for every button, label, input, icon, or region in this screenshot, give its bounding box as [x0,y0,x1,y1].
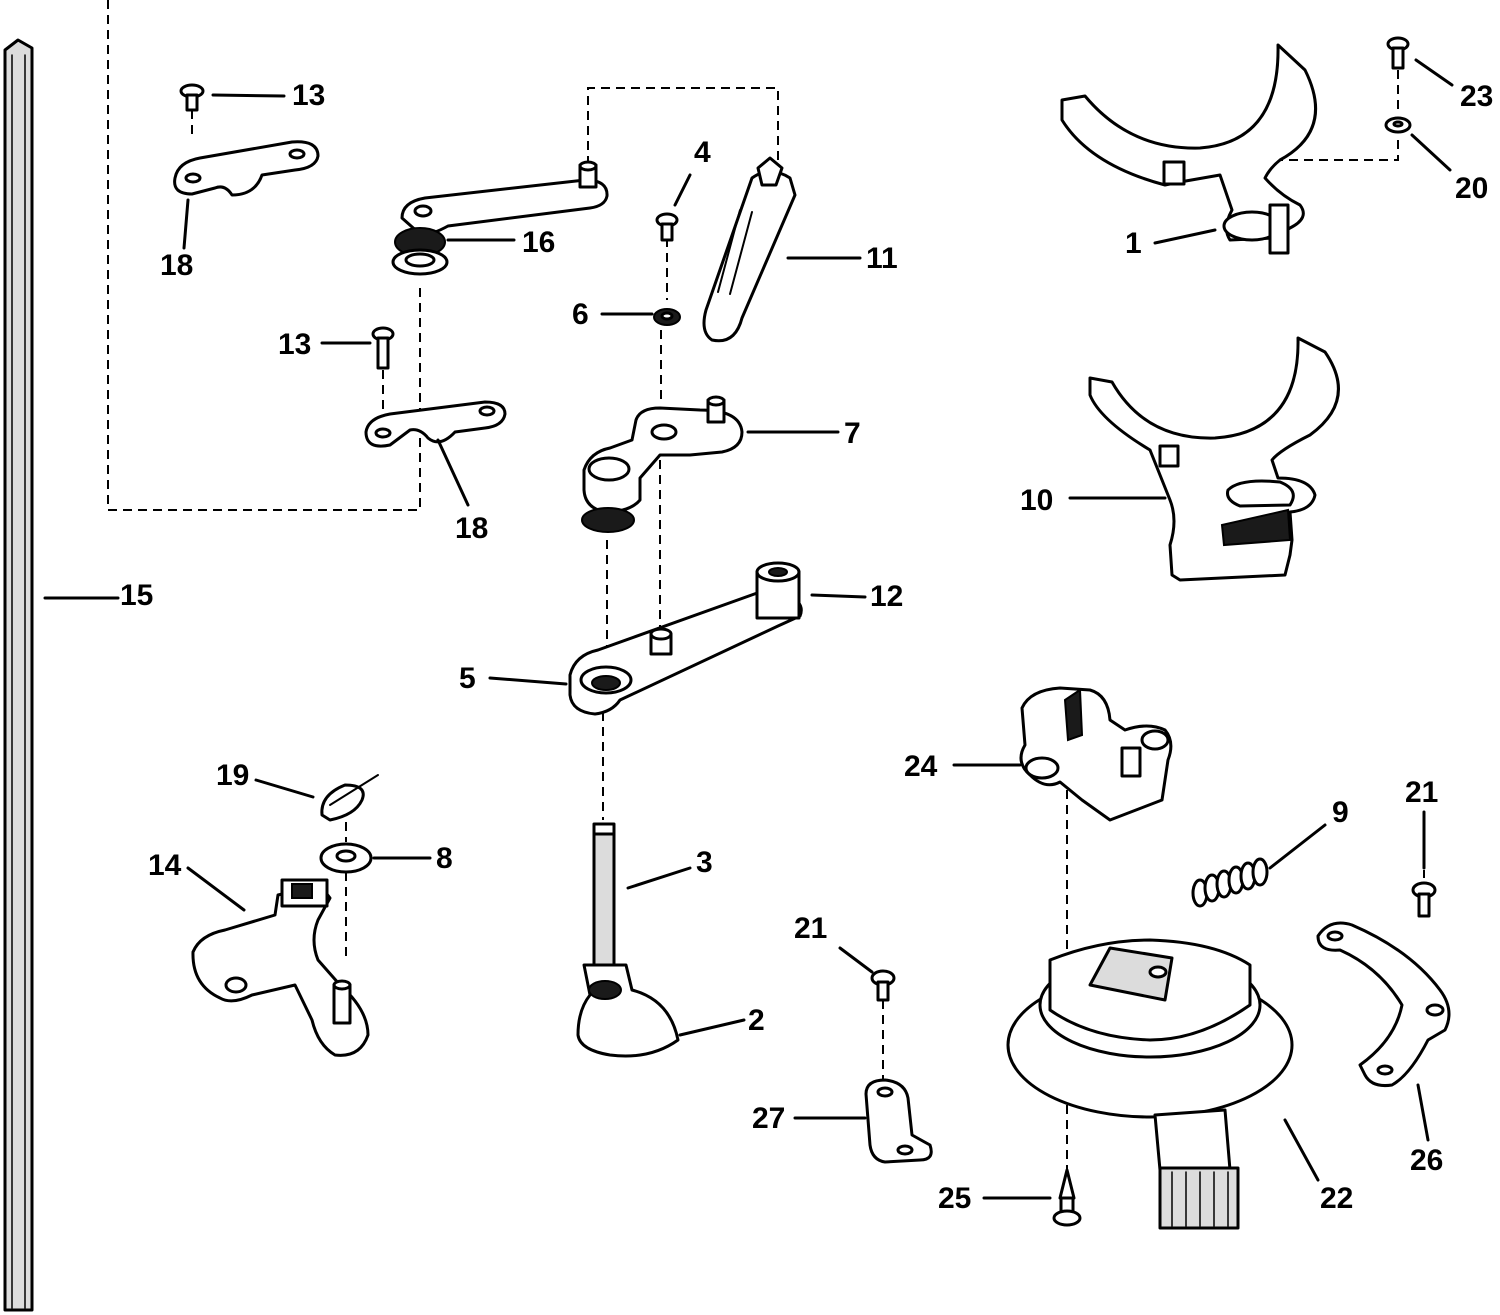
callout-11: 11 [866,242,898,275]
callout-1: 1 [1125,227,1142,260]
part-4-screw [655,212,679,242]
callout-21-center: 21 [794,912,827,945]
part-1-timer-base-bracket [1060,43,1318,255]
callout-22: 22 [1320,1182,1353,1215]
callout-23: 23 [1460,80,1493,113]
part-21b-screw [870,969,896,1002]
part-10-retainer-bracket [1088,336,1340,582]
callout-27: 27 [752,1102,785,1135]
part-14-bellcrank [191,878,370,1057]
part-2-throttle-arm-foot [576,963,680,1058]
part-13b-screw [371,326,395,370]
callout-leaders [43,58,1454,1200]
callout-26: 26 [1410,1144,1443,1177]
callout-labels: 13 18 16 13 18 4 6 11 7 12 5 15 19 8 14 … [120,79,1493,1215]
part-23-screw [1386,36,1410,70]
callout-9: 9 [1332,796,1349,829]
callout-24: 24 [904,750,938,783]
callout-3: 3 [696,846,713,879]
callout-25: 25 [938,1182,971,1215]
callout-10: 10 [1020,484,1053,517]
part-22-timer-base [1006,938,1294,1230]
callout-6: 6 [572,298,589,331]
callout-7: 7 [844,417,861,450]
part-20-washer [1384,116,1412,134]
callout-15: 15 [120,579,153,612]
callout-18-upper: 18 [160,249,193,282]
part-19-cotter-pin [320,774,379,822]
part-6-washer [653,308,681,326]
part-16-crank-arm [391,160,609,276]
callout-21-right: 21 [1405,776,1438,809]
callout-4: 4 [694,136,711,169]
callout-16: 16 [522,226,555,259]
part-9-spring [1191,857,1269,908]
callout-12: 12 [870,580,903,613]
part-18b-retainer-plate [364,400,507,448]
part-25-screw [1052,1168,1082,1227]
callout-5: 5 [459,662,476,695]
part-18a-retainer-plate [173,140,320,197]
callout-18-lower: 18 [455,512,488,545]
part-8-washer [319,842,373,874]
part-26-retainer-strap [1316,921,1451,1087]
callout-14: 14 [148,849,182,882]
callout-19: 19 [216,759,249,792]
part-3-throttle-shaft [592,822,616,967]
part-5-throttle-lever-lower [579,627,673,695]
part-27-clamp [864,1078,933,1164]
callout-8: 8 [436,842,453,875]
part-24-sensor [1019,686,1173,822]
part-13a-screw [179,83,205,112]
callout-13-lower: 13 [278,328,311,361]
part-15-shift-rod [3,38,34,1312]
callout-13-upper: 13 [292,79,325,112]
callout-2: 2 [748,1004,765,1037]
part-11-link [702,156,797,343]
part-21a-screw [1411,881,1437,918]
part-7-throttle-lever-upper [581,395,744,533]
callout-20: 20 [1455,172,1488,205]
